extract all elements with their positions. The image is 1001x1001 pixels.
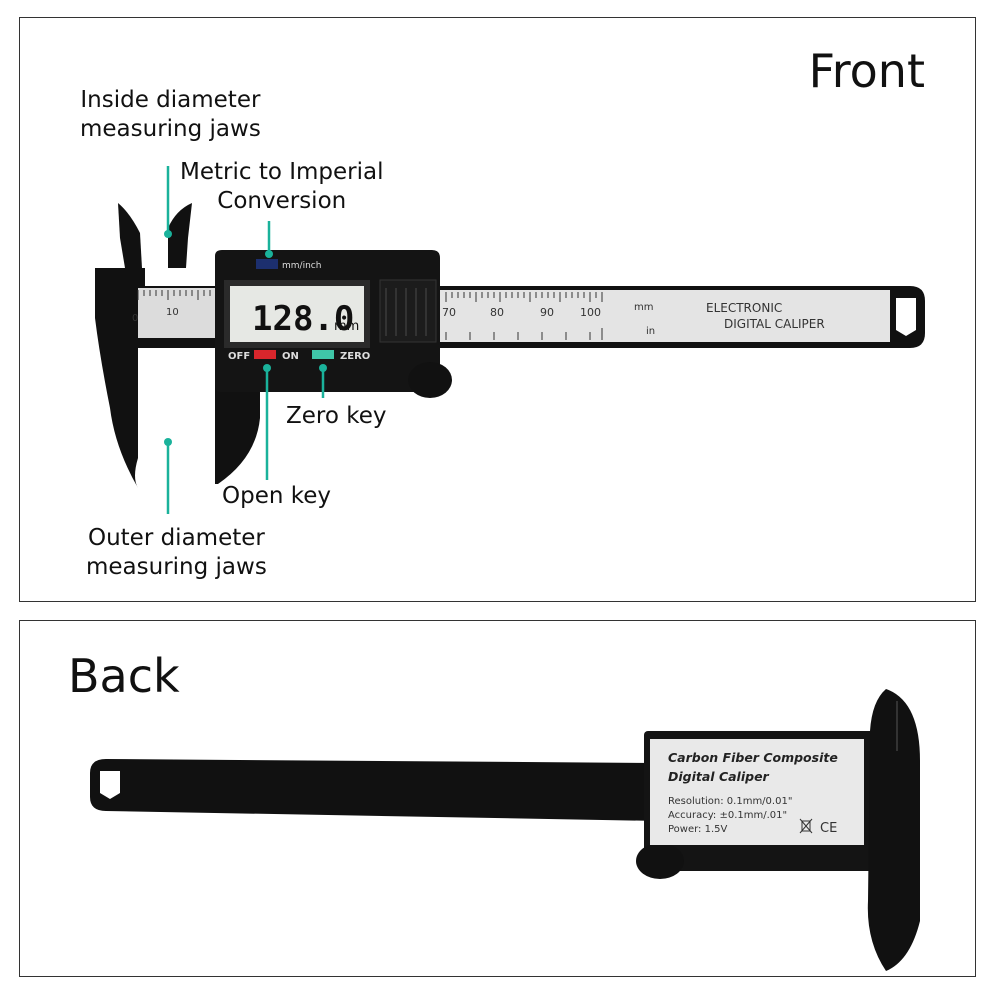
- front-caliper-illustration: 128.0 mm mm/inch OFF ON ZERO 0 10: [95, 166, 925, 514]
- label-outer-jaws-line2: measuring jaws: [86, 554, 267, 580]
- weee-bin-icon: [799, 818, 813, 834]
- fixed-outer-jaw: [95, 268, 145, 488]
- off-label: OFF: [228, 351, 250, 362]
- label-open-key: Open key: [222, 483, 332, 509]
- callout-dot-inside-jaws: [164, 230, 172, 238]
- scale-label-0: 0: [132, 313, 138, 324]
- mode-button: [256, 259, 278, 269]
- scale-label-70: 70: [442, 306, 456, 319]
- back-caliper-illustration: Carbon Fiber Composite Digital Caliper R…: [90, 689, 920, 971]
- callout-dot-zero-key: [319, 364, 327, 372]
- scale-label-90: 90: [540, 306, 554, 319]
- back-beam-end-hole: [100, 771, 120, 799]
- mode-button-label: mm/inch: [282, 261, 321, 271]
- right-scale-ticks: [445, 292, 603, 340]
- brand-line-1: ELECTRONIC: [706, 301, 782, 315]
- label-zero-key: Zero key: [286, 403, 387, 429]
- on-label: ON: [282, 351, 299, 362]
- back-panel: Back Carbon Fiber Composite Digital Cali…: [19, 620, 976, 977]
- beam-scale-strip-left: [130, 288, 220, 338]
- zero-button: [312, 350, 334, 359]
- brand-line-2: DIGITAL CALIPER: [724, 317, 825, 331]
- beam-scale-strip-right: [440, 290, 890, 342]
- sticker-line-2: Digital Caliper: [668, 769, 770, 784]
- label-metric-line1: Metric to Imperial: [180, 159, 384, 185]
- back-thumb-wheel: [636, 843, 684, 879]
- fixed-inside-jaw: [118, 203, 142, 268]
- label-metric-line2: Conversion: [217, 188, 347, 214]
- thumb-grip: [379, 279, 437, 343]
- lcd-unit: mm: [334, 319, 359, 334]
- scale-label-80: 80: [490, 306, 504, 319]
- back-title: Back: [68, 649, 180, 703]
- scale-label-10: 10: [166, 307, 179, 318]
- label-outer-jaws-line1: Outer diameter: [87, 525, 265, 551]
- label-inside-jaws-line1: Inside diameter: [80, 87, 261, 113]
- back-caliper-jaw: [867, 689, 920, 971]
- off-on-button: [254, 350, 276, 359]
- beam-end-hole: [896, 298, 916, 336]
- callout-dot-outer-jaws: [164, 438, 172, 446]
- label-inside-jaws: Inside diameter measuring jaws: [80, 86, 261, 144]
- sticker-power: Power: 1.5V: [668, 824, 728, 835]
- scale-unit-in: in: [646, 326, 655, 337]
- zero-label: ZERO: [340, 351, 370, 362]
- front-panel: Front 128.0 mm mm/inch OFF ON: [19, 17, 976, 602]
- callout-dot-open-key: [263, 364, 271, 372]
- callout-dot-metric: [265, 250, 273, 258]
- back-caliper-beam: [90, 759, 660, 821]
- thumb-wheel: [408, 362, 452, 398]
- front-title: Front: [808, 44, 925, 98]
- scale-label-100: 100: [580, 306, 601, 319]
- sticker-accuracy: Accuracy: ±0.1mm/.01": [668, 810, 787, 821]
- spec-sticker: [650, 739, 864, 845]
- lcd-screen: [230, 286, 364, 342]
- lcd-value: 128.0: [252, 299, 354, 339]
- label-metric-imperial: Metric to Imperial Conversion: [180, 158, 384, 216]
- label-outer-jaws: Outer diameter measuring jaws: [86, 524, 267, 582]
- scale-unit-mm: mm: [634, 302, 653, 313]
- sticker-line-1: Carbon Fiber Composite: [668, 750, 838, 765]
- sliding-inside-jaw: [168, 203, 192, 268]
- callout-lines: [164, 166, 327, 514]
- left-scale-ticks: [137, 290, 211, 300]
- ce-mark: CE: [820, 821, 837, 836]
- label-inside-jaws-line2: measuring jaws: [80, 116, 261, 142]
- sticker-resolution: Resolution: 0.1mm/0.01": [668, 796, 792, 807]
